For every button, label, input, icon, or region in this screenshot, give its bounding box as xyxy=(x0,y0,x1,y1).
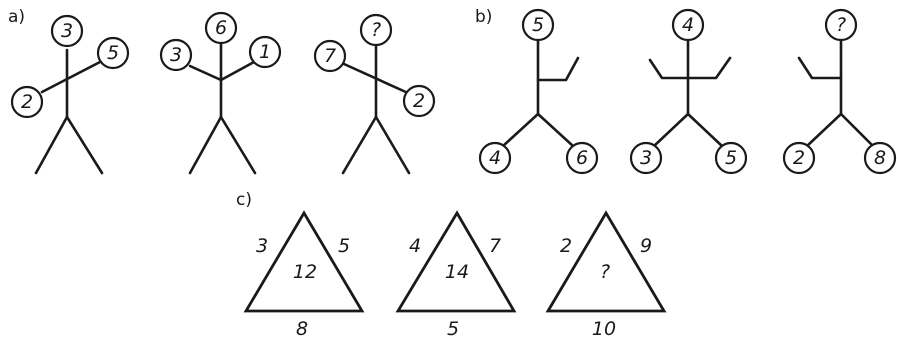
right-foot-number: 6 xyxy=(576,147,588,169)
left-hand-number: 3 xyxy=(170,44,182,66)
head-number: 3 xyxy=(61,20,73,42)
triangle-center-number: 12 xyxy=(293,261,317,283)
right-foot-number: 8 xyxy=(874,147,886,169)
panel-b: b) 5 4 6 4 3 5 xyxy=(475,7,895,173)
figure-arms xyxy=(42,62,100,92)
head-number: 4 xyxy=(682,14,694,36)
panel-c-triangle-3: 2 9 ? 10 xyxy=(548,213,664,340)
panel-c-label: c) xyxy=(236,190,252,210)
triangle-bottom-number: 8 xyxy=(296,318,308,340)
figure-right-leg xyxy=(841,114,873,146)
left-foot-number: 4 xyxy=(489,147,501,169)
triangle-right-number: 9 xyxy=(640,235,652,257)
panel-c-triangle-1: 3 5 12 8 xyxy=(246,213,362,340)
head-number: 5 xyxy=(532,14,544,36)
figure-left-leg xyxy=(807,114,841,146)
figure-right-arm xyxy=(538,58,578,80)
panel-b-figure-2: 4 3 5 xyxy=(631,10,746,173)
figure-arms xyxy=(650,58,730,78)
panel-a: a) 3 5 2 6 3 1 xyxy=(8,7,434,173)
right-hand-number: 5 xyxy=(107,42,119,64)
figure-left-arm xyxy=(799,58,841,78)
panel-b-figure-1: 5 4 6 xyxy=(480,10,597,173)
triangle-left-number: 2 xyxy=(560,235,572,257)
panel-a-figure-2: 6 3 1 xyxy=(161,13,280,173)
triangle-bottom-number: 5 xyxy=(447,318,459,340)
left-hand-number: 2 xyxy=(21,91,33,113)
figure-left-leg xyxy=(190,117,221,173)
head-number: ? xyxy=(836,14,846,36)
figure-left-leg xyxy=(36,117,67,173)
left-foot-number: 3 xyxy=(640,147,652,169)
triangle-left-number: 3 xyxy=(256,235,268,257)
panel-c: c) 3 5 12 8 4 7 14 5 2 9 ? 10 xyxy=(236,190,664,340)
head-number: ? xyxy=(371,19,381,41)
panel-a-figure-3: ? 7 2 xyxy=(315,15,434,173)
figure-right-leg xyxy=(376,117,409,173)
panel-b-label: b) xyxy=(475,7,492,27)
triangle-left-number: 4 xyxy=(409,235,421,257)
right-hand-number: 1 xyxy=(259,41,271,63)
triangle-right-number: 5 xyxy=(338,235,350,257)
triangle-bottom-number: 10 xyxy=(592,318,616,340)
figure-left-leg xyxy=(654,114,688,146)
panel-a-label: a) xyxy=(8,7,25,27)
figure-right-leg xyxy=(688,114,722,146)
figure-right-leg xyxy=(538,114,573,146)
figure-right-leg xyxy=(67,117,102,173)
head-number: 6 xyxy=(215,17,227,39)
triangle-right-number: 7 xyxy=(489,235,501,257)
panel-b-figure-3: ? 2 8 xyxy=(784,10,895,173)
left-hand-number: 7 xyxy=(324,45,336,67)
figure-left-arm xyxy=(190,66,221,80)
figure-right-leg xyxy=(221,117,255,173)
right-foot-number: 5 xyxy=(725,147,737,169)
figure-right-arm xyxy=(221,62,254,80)
figure-left-leg xyxy=(503,114,538,146)
panel-a-figure-1: 3 5 2 xyxy=(12,16,128,173)
triangle-center-number: ? xyxy=(600,261,610,283)
triangle-center-number: 14 xyxy=(445,261,469,283)
right-hand-number: 2 xyxy=(413,90,425,112)
figure-left-leg xyxy=(343,117,376,173)
left-foot-number: 2 xyxy=(793,147,805,169)
panel-c-triangle-2: 4 7 14 5 xyxy=(398,213,514,340)
